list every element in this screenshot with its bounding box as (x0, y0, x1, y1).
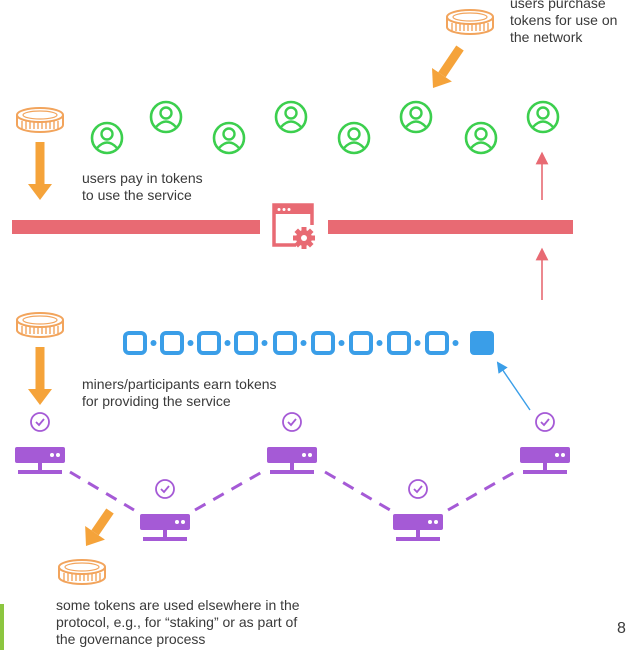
chain-link-dot (261, 340, 268, 346)
tokens-elsewhere-line-3: the governance process (56, 631, 206, 647)
chain-link-dot (187, 340, 194, 346)
service-bar-right (328, 220, 573, 234)
browser-gear-icon (272, 203, 315, 249)
orange-arrow-icon (85, 508, 114, 546)
server-node-icon (267, 447, 317, 474)
coin-stack-icon (16, 312, 64, 338)
users-purchase-label: users purchase tokens for use on the net… (510, 0, 617, 46)
user-circle-icon (337, 121, 371, 155)
miners-earn-line-2: for providing the service (82, 393, 231, 409)
orange-arrow-icon (432, 45, 464, 88)
node-connection-line (447, 470, 516, 512)
chain-block (425, 331, 449, 355)
chain-link-dot (300, 340, 307, 346)
node-connection-line (324, 470, 391, 512)
server-node-icon (520, 447, 570, 474)
page-number: 8 (617, 620, 626, 637)
users-pay-label: users pay in tokens to use the service (82, 170, 203, 204)
chain-block (387, 331, 411, 355)
chain-link-dot (414, 340, 421, 346)
users-pay-line-2: to use the service (82, 187, 192, 203)
miners-earn-label: miners/participants earn tokens for prov… (82, 376, 277, 410)
chain-block (349, 331, 373, 355)
chain-block (160, 331, 184, 355)
user-circle-icon (526, 100, 560, 134)
user-circle-icon (90, 121, 124, 155)
check-circle-icon (30, 412, 50, 432)
user-circle-icon (274, 100, 308, 134)
check-circle-icon (282, 412, 302, 432)
blue-block-arrow (496, 361, 531, 411)
server-node-icon (15, 447, 65, 474)
tokens-elsewhere-line-1: some tokens are used elsewhere in the (56, 597, 300, 613)
miners-earn-line-1: miners/participants earn tokens (82, 376, 277, 392)
orange-arrow-icon (28, 347, 52, 405)
check-circle-icon (535, 412, 555, 432)
service-bar-left (12, 220, 260, 234)
coin-stack-icon (446, 9, 494, 35)
chain-link-dot (376, 340, 383, 346)
chain-link-dot (338, 340, 345, 346)
node-connection-line (69, 470, 135, 512)
chain-block (273, 331, 297, 355)
chain-block-new (470, 331, 494, 355)
tokens-elsewhere-label: some tokens are used elsewhere in the pr… (56, 597, 300, 648)
chain-block (197, 331, 221, 355)
chain-link-dot (452, 340, 459, 346)
chain-block (311, 331, 335, 355)
users-purchase-line-1: users purchase (510, 0, 606, 11)
check-circle-icon (408, 479, 428, 499)
coin-stack-icon (16, 107, 64, 133)
chain-block (123, 331, 147, 355)
chain-block (234, 331, 258, 355)
node-connection-line (194, 470, 263, 512)
tokens-elsewhere-line-2: protocol, e.g., for “staking” or as part… (56, 614, 298, 630)
server-node-icon (140, 514, 190, 541)
chain-link-dot (150, 340, 157, 346)
users-purchase-line-3: the network (510, 29, 583, 45)
coin-stack-icon (58, 559, 106, 585)
user-circle-icon (464, 121, 498, 155)
chain-link-dot (224, 340, 231, 346)
check-circle-icon (155, 479, 175, 499)
user-circle-icon (399, 100, 433, 134)
user-circle-icon (212, 121, 246, 155)
server-node-icon (393, 514, 443, 541)
user-circle-icon (149, 100, 183, 134)
users-pay-line-1: users pay in tokens (82, 170, 203, 186)
accent-bar (0, 604, 4, 650)
orange-arrow-icon (28, 142, 52, 200)
users-purchase-line-2: tokens for use on (510, 12, 618, 28)
